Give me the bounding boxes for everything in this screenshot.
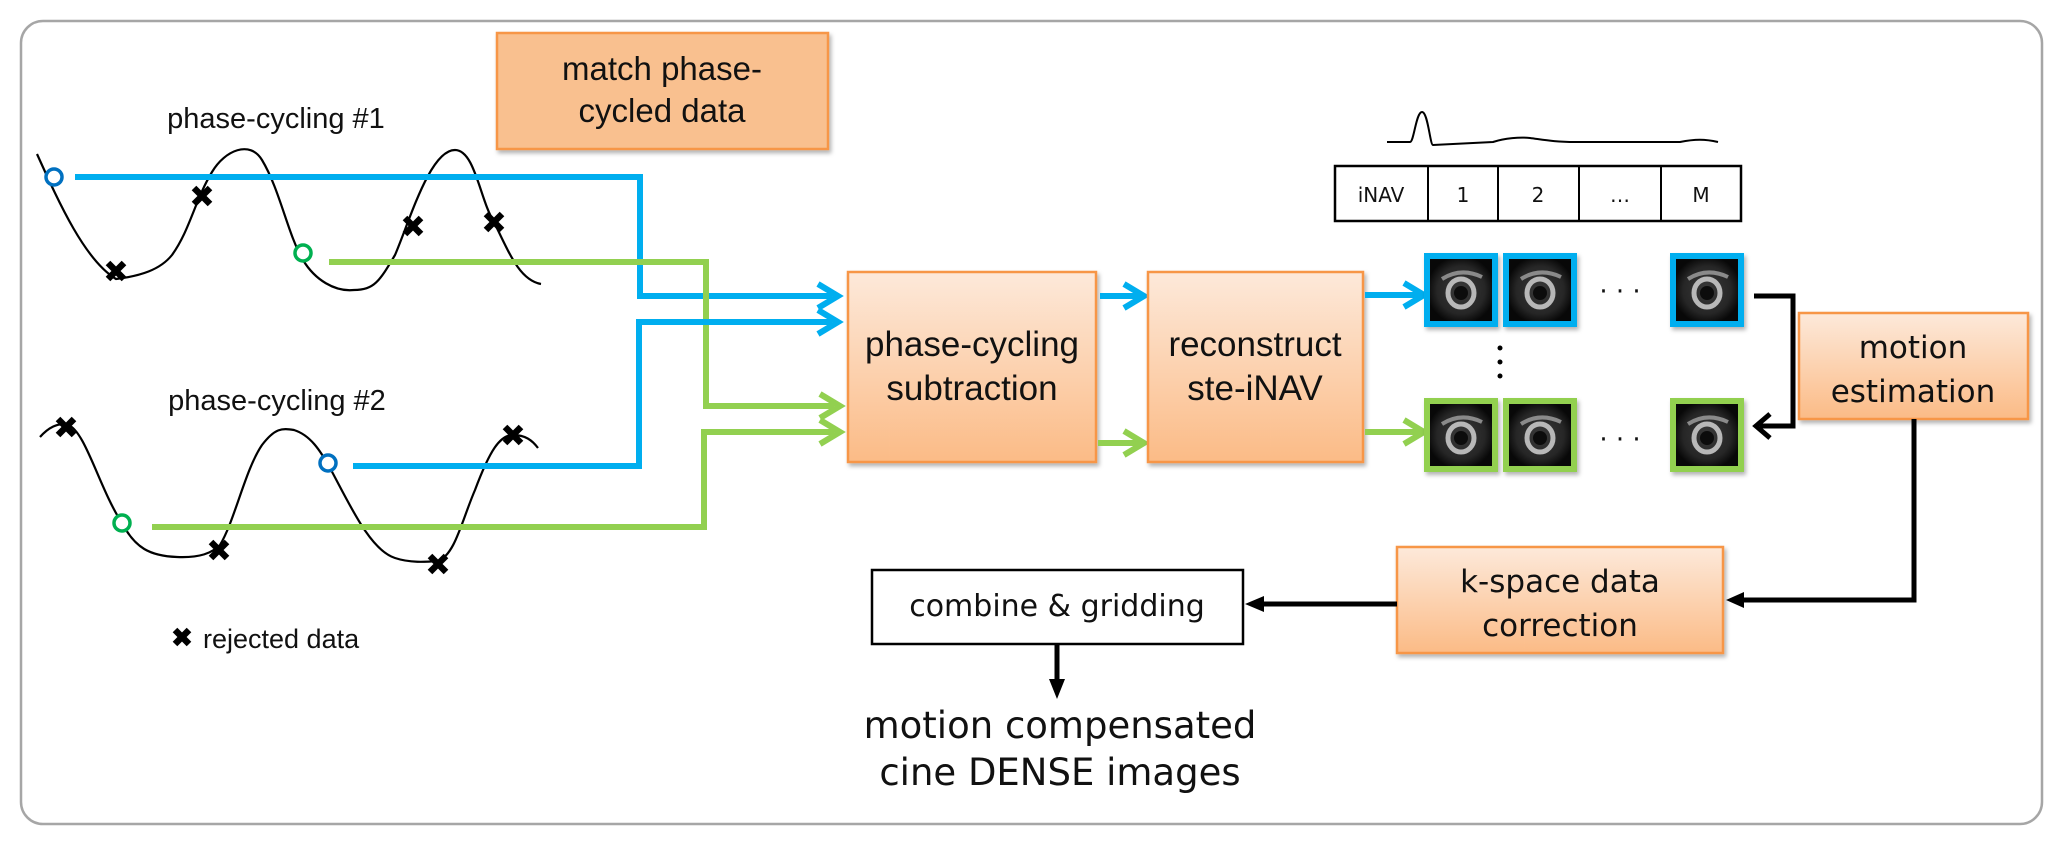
myocardium-ring <box>1445 276 1477 310</box>
motion-estimation-box: motion estimation <box>1797 311 2030 421</box>
rejected-cross-icon <box>208 539 230 561</box>
blue-arrow-head <box>816 281 844 311</box>
lv-cavity <box>1533 431 1547 445</box>
blue-arrow-head <box>1122 281 1150 311</box>
lv-cavity <box>1454 431 1468 445</box>
mri-thumbnail-blue-M <box>1670 253 1744 327</box>
blue-row-ellipsis: · · · <box>1599 277 1640 307</box>
blue-arrow-head <box>816 307 844 337</box>
feedback-line <box>1754 293 1796 429</box>
rv-wall <box>1440 270 1483 281</box>
motion-feedback-connector <box>1752 293 1796 440</box>
input-arrowheads <box>816 281 846 447</box>
rejected-cross-icon <box>55 416 77 438</box>
mri-thumbnail-blue-1 <box>1424 253 1498 327</box>
rejected-cross-icon <box>105 260 127 282</box>
myocardium-ring <box>1445 421 1477 455</box>
timeline-cell-inav: iNAV <box>1358 183 1405 207</box>
timeline-cell-2: 2 <box>1532 183 1545 207</box>
mri-thumbnail-green-1 <box>1424 398 1498 472</box>
rv-wall <box>1440 415 1483 426</box>
match-box-line2: cycled data <box>579 92 747 129</box>
kspace-to-combine-connector <box>1245 596 1397 612</box>
kspace-correction-box: k-space data correction <box>1395 545 1725 655</box>
motion-box-line2: estimation <box>1831 374 1996 410</box>
reconstruct-box-line1: reconstruct <box>1168 325 1341 364</box>
green-arrow-head <box>818 417 846 447</box>
phase-cycling-2-label: phase-cycling #2 <box>168 385 386 417</box>
green-sample-circle-icon <box>112 513 132 533</box>
green-path-2 <box>152 429 834 530</box>
match-box-line1: match phase- <box>562 50 762 87</box>
green-row-ellipsis: · · · <box>1599 425 1640 455</box>
combine-box-label: combine & gridding <box>909 589 1205 624</box>
green-path-1 <box>329 259 834 409</box>
motion-box-line1: motion <box>1859 330 1968 366</box>
rv-wall <box>1519 415 1562 426</box>
kspace-box-line2: correction <box>1482 608 1638 644</box>
legend: rejected data <box>172 624 360 654</box>
middle-arrows <box>1098 281 1150 458</box>
rv-wall <box>1686 415 1729 426</box>
lv-cavity <box>1700 431 1714 445</box>
myocardium-ring <box>1691 276 1723 310</box>
subtraction-box-line1: phase-cycling <box>865 325 1079 364</box>
blue-sample-circle-icon <box>318 453 338 473</box>
black-arrow-head <box>1245 596 1264 612</box>
black-arrow-head <box>1726 592 1744 608</box>
blue-sample-circle-icon <box>44 167 64 187</box>
rv-wall <box>1519 270 1562 281</box>
mri-thumbnail-green-2 <box>1503 398 1577 472</box>
thumbnail-grid <box>1424 253 1744 472</box>
match-phase-cycled-box: match phase- cycled data <box>495 31 830 151</box>
phase-cycling-2-group: phase-cycling #2 <box>39 319 834 575</box>
reconstruct-ste-inav-box: reconstruct ste-iNAV <box>1146 270 1365 464</box>
ecg-trace <box>1387 110 1719 147</box>
rejected-cross-icon <box>191 185 213 207</box>
myocardium-ring <box>1691 421 1723 455</box>
timeline-table: iNAV 1 2 … M <box>1333 164 1743 223</box>
subtraction-box-line2: subtraction <box>886 369 1057 408</box>
legend-cross-icon <box>172 627 192 647</box>
timeline-cell-ellipsis: … <box>1610 183 1630 207</box>
blue-path-1 <box>75 174 832 299</box>
blue-path-2 <box>353 319 832 469</box>
phase-cycling-1-group: phase-cycling #1 <box>35 103 834 409</box>
lv-cavity <box>1533 286 1547 300</box>
kspace-box-line1: k-space data <box>1460 564 1660 600</box>
phase-cycling-1-label: phase-cycling #1 <box>167 103 385 135</box>
black-arrow-head <box>1049 679 1065 699</box>
rejected-cross-icon <box>502 424 524 446</box>
timeline-cell-m: M <box>1692 183 1709 207</box>
rv-wall <box>1686 270 1729 281</box>
myocardium-ring <box>1524 276 1556 310</box>
output-label-line1: motion compensated <box>864 704 1257 747</box>
reconstruct-box-line2: ste-iNAV <box>1187 369 1323 408</box>
rejected-cross-icon <box>402 215 424 237</box>
combine-to-output-connector <box>1049 644 1065 699</box>
legend-rejected-label: rejected data <box>203 624 360 654</box>
lv-cavity <box>1700 286 1714 300</box>
combine-gridding-box: combine & gridding <box>870 568 1245 646</box>
rejected-cross-icon <box>483 211 505 233</box>
black-arrow-head <box>1752 412 1772 440</box>
green-arrow-head <box>1122 428 1150 458</box>
motion-to-kspace-connector <box>1726 419 1917 608</box>
green-sample-circle-icon <box>293 243 313 263</box>
phase-cycling-subtraction-box: phase-cycling subtraction <box>846 270 1098 464</box>
timeline-cell-1: 1 <box>1457 183 1470 207</box>
mri-thumbnail-blue-2 <box>1503 253 1577 327</box>
rejected-cross-icon <box>427 553 449 575</box>
lv-cavity <box>1454 286 1468 300</box>
vertical-ellipsis <box>1497 345 1503 379</box>
mri-thumbnail-green-M <box>1670 398 1744 472</box>
output-label-line2: cine DENSE images <box>879 751 1240 794</box>
myocardium-ring <box>1524 421 1556 455</box>
green-arrow-head <box>818 391 846 421</box>
